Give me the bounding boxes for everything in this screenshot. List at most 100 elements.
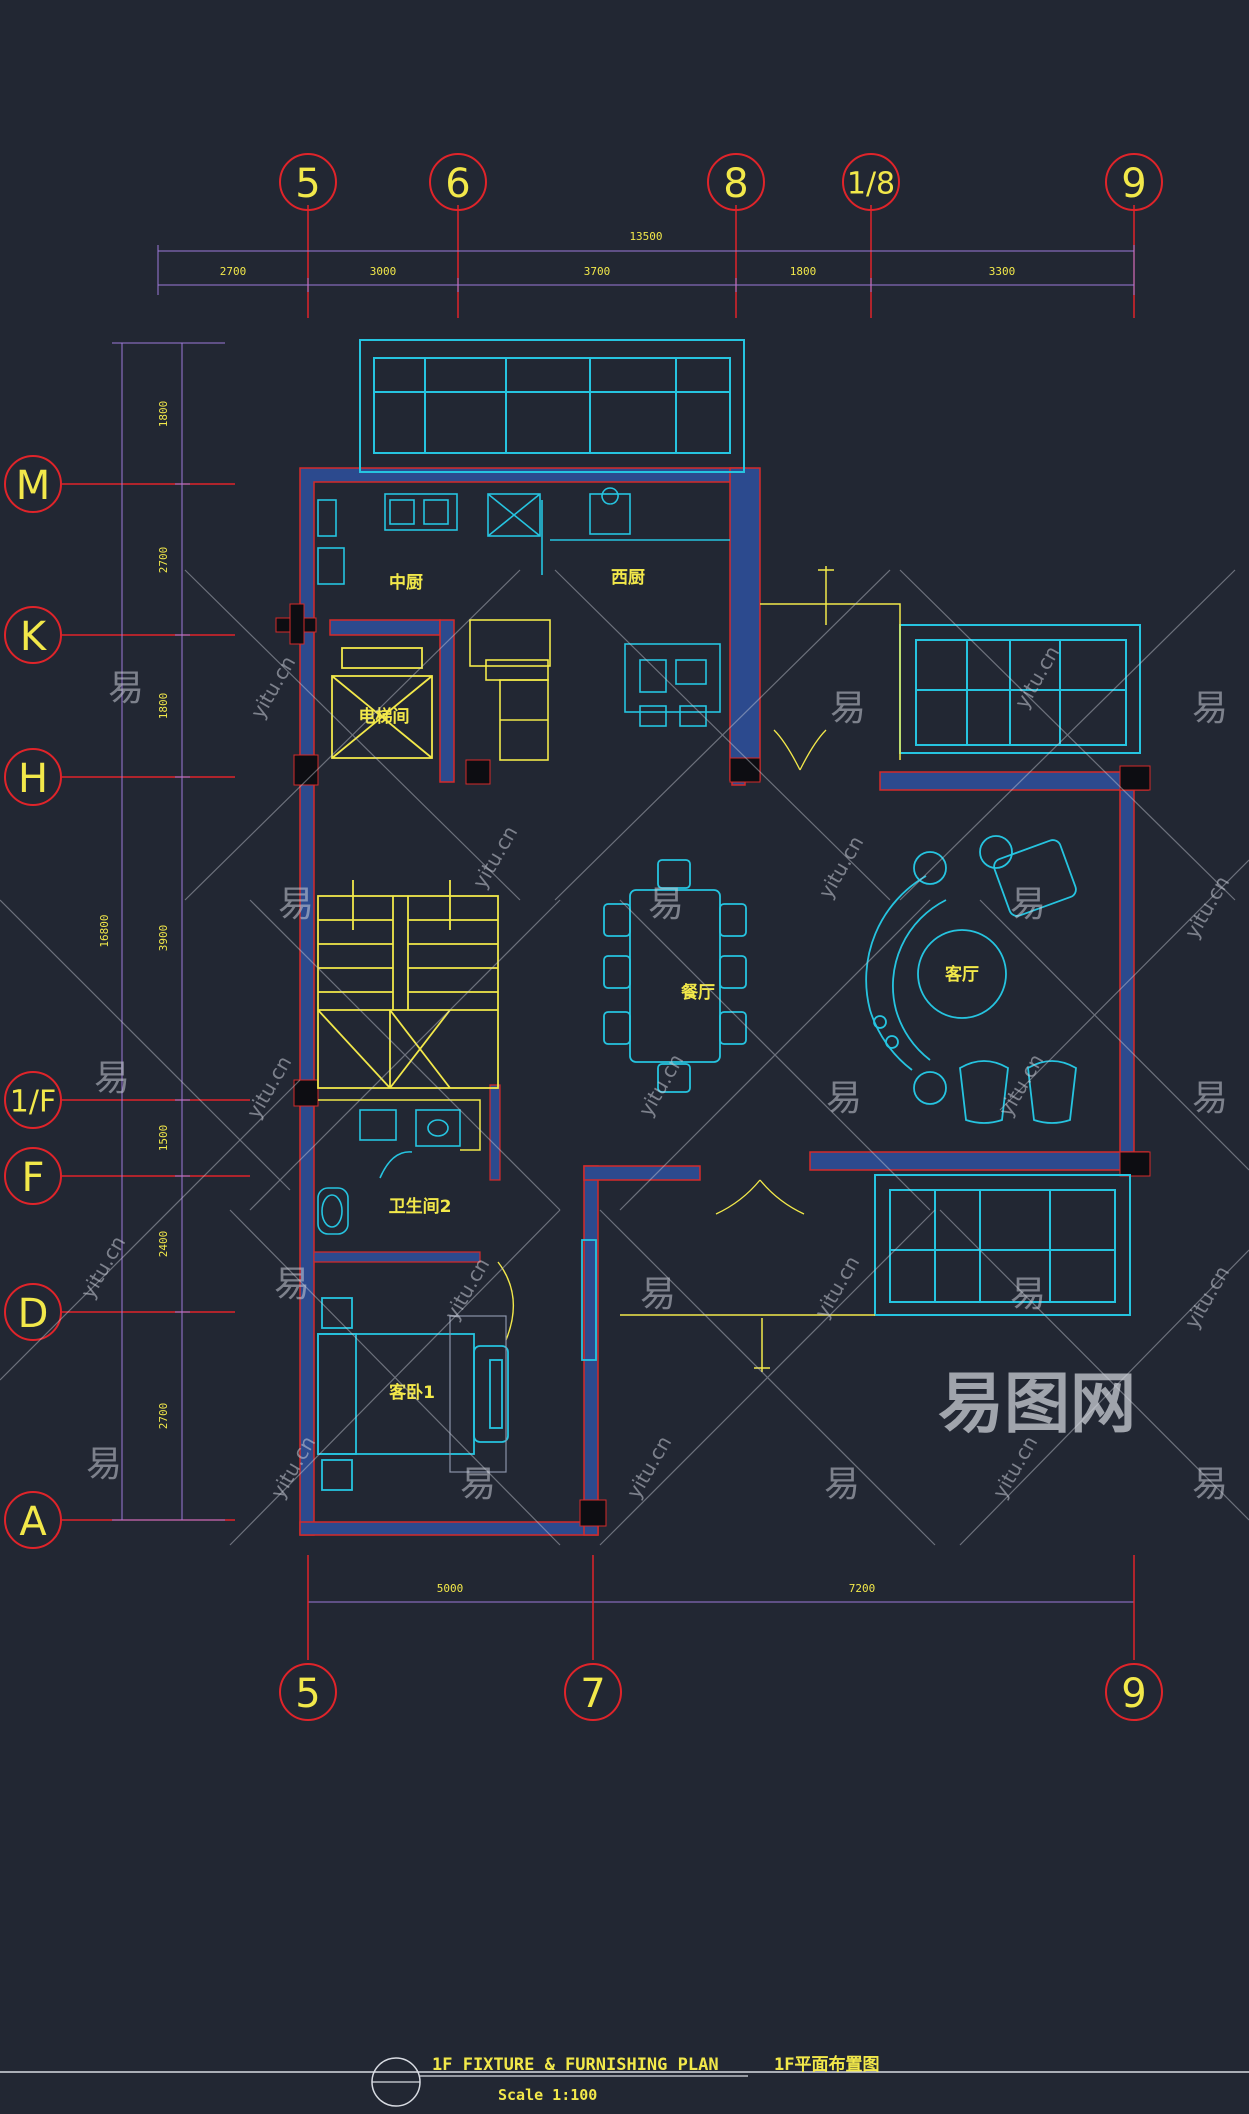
svg-text:yitu.cn: yitu.cn bbox=[988, 1432, 1043, 1503]
room-label-elevator: 电梯间 bbox=[359, 706, 410, 727]
top-grid-bubbles: 5 6 8 1/8 9 bbox=[279, 153, 1163, 211]
svg-text:易: 易 bbox=[830, 688, 866, 729]
svg-text:D: D bbox=[18, 1291, 49, 1337]
grid-bubble-left-H: H bbox=[4, 748, 62, 806]
elevator-shaft bbox=[331, 647, 433, 759]
svg-text:易: 易 bbox=[86, 1444, 122, 1485]
dining-set bbox=[603, 859, 747, 1093]
watermark-glyphs: 易 易 易 易 易 易 易 易 易 易 易 易 易 易 易 易 bbox=[86, 668, 1228, 1505]
dim-top-seg-5: 3300 bbox=[989, 265, 1016, 278]
grid-bubble-top-6: 6 bbox=[429, 153, 487, 211]
room-label-bedroom: 客卧1 bbox=[388, 1382, 435, 1403]
left-grid-axes bbox=[62, 483, 250, 1521]
svg-text:H: H bbox=[18, 756, 48, 802]
grid-bubble-left-D: D bbox=[4, 1283, 62, 1341]
title-block: 1F FIXTURE & FURNISHING PLAN 1F平面布置图 Sca… bbox=[0, 2054, 1249, 2107]
svg-text:易: 易 bbox=[274, 1264, 310, 1305]
room-label-dining: 餐厅 bbox=[681, 982, 715, 1003]
dim-left-seg-7: 2700 bbox=[157, 1403, 170, 1430]
dim-left-seg-2: 2700 bbox=[157, 547, 170, 574]
svg-text:yitu.cn: yitu.cn bbox=[814, 832, 869, 903]
watermark-diagonals bbox=[0, 569, 1249, 1546]
grid-bubble-top-9: 9 bbox=[1105, 153, 1163, 211]
grid-bubble-top-5: 5 bbox=[279, 153, 337, 211]
svg-text:易: 易 bbox=[94, 1058, 130, 1099]
dim-left-overall: 16800 bbox=[98, 914, 111, 947]
svg-text:7: 7 bbox=[580, 1671, 605, 1717]
dim-left-seg-4: 3900 bbox=[157, 925, 170, 952]
grid-bubble-left-K: K bbox=[4, 606, 62, 664]
svg-text:yitu.cn: yitu.cn bbox=[1180, 872, 1235, 943]
dim-top-overall: 13500 bbox=[629, 230, 662, 243]
svg-text:易: 易 bbox=[460, 1464, 496, 1505]
bathroom-fixtures bbox=[317, 1109, 461, 1235]
right-lower-terrace bbox=[874, 1174, 1131, 1316]
exterior-walls bbox=[299, 467, 1149, 1536]
svg-text:yitu.cn: yitu.cn bbox=[810, 1252, 865, 1323]
svg-text:yitu.cn: yitu.cn bbox=[994, 1050, 1049, 1121]
svg-text:6: 6 bbox=[445, 161, 470, 207]
bottom-grid-axes bbox=[307, 1555, 1135, 1660]
plan-title-cn: 1F平面布置图 bbox=[774, 2054, 879, 2075]
svg-text:易: 易 bbox=[640, 1274, 676, 1315]
svg-text:易: 易 bbox=[278, 884, 314, 925]
left-grid-bubbles: M K H 1/F F D A bbox=[4, 455, 62, 1549]
svg-text:8: 8 bbox=[723, 161, 748, 207]
grid-bubble-top-8: 8 bbox=[707, 153, 765, 211]
svg-text:易: 易 bbox=[826, 1078, 862, 1119]
grid-bubble-left-M: M bbox=[4, 455, 62, 513]
dim-bottom-seg-2: 7200 bbox=[849, 1582, 876, 1595]
svg-text:易: 易 bbox=[824, 1464, 860, 1505]
room-label-western-kitchen: 西厨 bbox=[611, 568, 645, 588]
bedroom-fixtures bbox=[317, 1239, 597, 1491]
bathroom-partition bbox=[318, 1099, 481, 1151]
svg-text:易: 易 bbox=[648, 884, 684, 925]
svg-text:K: K bbox=[20, 614, 48, 660]
structural-columns bbox=[275, 603, 1151, 1527]
svg-text:易: 易 bbox=[1192, 1464, 1228, 1505]
left-dimension-labels: 1800 2700 1800 3900 1500 2400 2700 16800 bbox=[98, 401, 170, 1430]
svg-text:9: 9 bbox=[1121, 161, 1146, 207]
svg-text:M: M bbox=[16, 463, 51, 509]
staircase bbox=[317, 880, 499, 1089]
grid-bubble-bottom-5: 5 bbox=[279, 1663, 337, 1721]
svg-text:yitu.cn: yitu.cn bbox=[622, 1432, 677, 1503]
svg-text:5: 5 bbox=[295, 1671, 320, 1717]
room-label-chinese-kitchen: 中厨 bbox=[389, 572, 423, 593]
bottom-dimension-chain bbox=[307, 1558, 1135, 1612]
svg-text:yitu.cn: yitu.cn bbox=[246, 652, 301, 723]
svg-text:1/F: 1/F bbox=[10, 1085, 56, 1120]
svg-text:yitu.cn: yitu.cn bbox=[440, 1254, 495, 1325]
svg-text:A: A bbox=[19, 1499, 47, 1545]
grid-bubble-bottom-9: 9 bbox=[1105, 1663, 1163, 1721]
bedroom-outline bbox=[449, 1315, 507, 1473]
top-dimension-chain bbox=[157, 245, 1135, 295]
step-markers bbox=[620, 566, 901, 1372]
grid-bubble-left-A: A bbox=[4, 1491, 62, 1549]
dim-left-seg-3: 1800 bbox=[157, 693, 170, 720]
grid-bubble-bottom-7: 7 bbox=[564, 1663, 622, 1721]
svg-text:易: 易 bbox=[1192, 1078, 1228, 1119]
svg-text:5: 5 bbox=[295, 161, 320, 207]
plan-scale: Scale 1:100 bbox=[498, 2086, 597, 2104]
svg-text:易: 易 bbox=[1010, 1274, 1046, 1315]
room-label-living: 客厅 bbox=[944, 964, 979, 985]
grid-bubble-left-1-F: 1/F bbox=[4, 1071, 62, 1129]
plan-title-en: 1F FIXTURE & FURNISHING PLAN bbox=[432, 2055, 719, 2075]
svg-text:yitu.cn: yitu.cn bbox=[1010, 642, 1065, 713]
svg-text:yitu.cn: yitu.cn bbox=[634, 1050, 689, 1121]
bottom-grid-bubbles: 5 7 9 bbox=[279, 1663, 1163, 1721]
dim-top-seg-4: 1800 bbox=[790, 265, 817, 278]
svg-text:9: 9 bbox=[1121, 1671, 1146, 1717]
doors bbox=[715, 729, 827, 1215]
svg-text:yitu.cn: yitu.cn bbox=[1180, 1262, 1235, 1333]
svg-text:易: 易 bbox=[1192, 688, 1228, 729]
living-set bbox=[865, 835, 1077, 1124]
left-dimension-chain bbox=[112, 342, 225, 1521]
svg-text:易: 易 bbox=[108, 668, 144, 709]
kitchen-counters-yellow bbox=[469, 619, 551, 761]
dim-top-seg-1: 2700 bbox=[220, 265, 247, 278]
dim-bottom-seg-1: 5000 bbox=[437, 1582, 464, 1595]
